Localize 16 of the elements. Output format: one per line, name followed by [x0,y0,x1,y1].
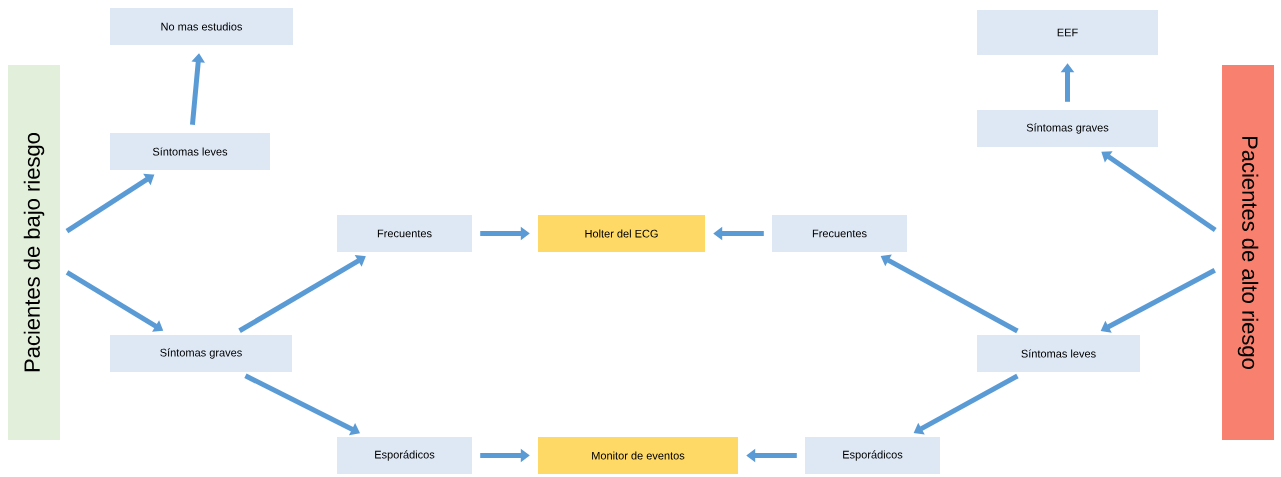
block-arrow [238,254,366,333]
process-box: Frecuentes [337,215,472,252]
result-box: Monitor de eventos [538,437,738,474]
process-box: Síntomas graves [977,110,1158,147]
process-box: No mas estudios [110,8,293,45]
process-box: Esporádicos [805,437,940,474]
process-box: Frecuentes [772,215,907,252]
process-box: Esporádicos [337,437,472,474]
risk-band: Pacientes de bajo riesgo [8,65,60,440]
process-box: EEF [977,10,1158,55]
process-box: Síntomas leves [110,133,270,170]
process-box: Síntomas graves [110,335,292,372]
risk-band: Pacientes de alto riesgo [1222,65,1274,440]
process-box: Síntomas leves [977,335,1140,372]
block-arrow [1101,151,1217,233]
result-box: Holter del ECG [538,215,705,252]
